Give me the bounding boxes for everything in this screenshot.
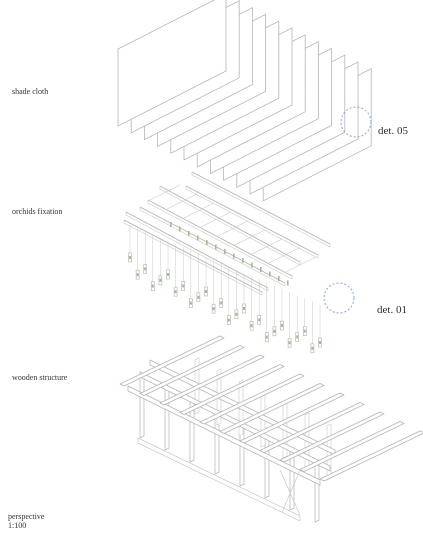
wooden-structure-label: wooden structure <box>12 373 68 382</box>
fixation-crossbar <box>200 211 232 228</box>
wooden-post <box>139 375 145 439</box>
fixation-beam <box>125 211 269 289</box>
orchid-plant <box>144 267 147 271</box>
detail-05-marker-circle <box>340 106 372 138</box>
wooden-post <box>164 387 170 451</box>
orchid-sprig <box>269 271 271 277</box>
orchid-plant <box>303 329 306 333</box>
orchid-sprig <box>188 231 190 236</box>
fixation-beam-edge <box>185 188 319 259</box>
wooden-rafter <box>299 421 405 472</box>
orchid-plant <box>182 284 185 288</box>
orchid-plant <box>258 318 261 322</box>
wooden-rafter <box>139 345 245 396</box>
orchids-fixation-layer <box>123 171 331 354</box>
wooden-structure-layer <box>119 335 423 523</box>
fixation-crossbar <box>217 220 249 237</box>
fixation-beam-edge <box>147 202 293 280</box>
fixation-beam <box>191 171 331 245</box>
fixation-beam-edge <box>125 214 269 292</box>
orchid-plant <box>136 273 139 277</box>
shade-cloth-label: shade cloth <box>12 87 49 96</box>
orchid-plant <box>281 324 283 327</box>
wooden-post <box>314 459 320 523</box>
detail-05-label: det. 05 <box>378 125 408 137</box>
fixation-crossbar <box>183 202 215 219</box>
wooden-rafter <box>219 383 325 434</box>
orchid-plant <box>273 329 276 333</box>
orchid-plant <box>235 312 238 316</box>
orchid-sprig <box>170 222 172 227</box>
orchid-sprig <box>278 276 280 281</box>
wooden-rafter <box>259 402 365 453</box>
wooden-brace <box>281 469 301 513</box>
orchid-sprig <box>224 249 226 254</box>
orchid-plant <box>227 318 230 322</box>
wooden-rafter <box>119 335 225 387</box>
orchid-plant <box>250 324 253 328</box>
orchid-plant <box>319 341 321 344</box>
fixation-crossbar <box>234 229 266 246</box>
orchid-sprig <box>206 240 208 245</box>
detail-01-marker-circle <box>323 282 355 314</box>
orchid-plant <box>311 346 314 350</box>
orchid-plant <box>243 307 245 310</box>
fixation-beam <box>147 199 293 277</box>
orchid-plant <box>212 307 215 311</box>
orchid-sprig <box>197 235 199 241</box>
fixation-beam-edge <box>159 188 301 266</box>
fixation-beam <box>159 185 301 263</box>
wooden-long-beam <box>127 385 321 486</box>
detail-01-label: det. 01 <box>377 304 407 316</box>
orchid-sprig <box>215 244 217 250</box>
fixation-crossbar <box>251 238 283 255</box>
scale-label: 1:100 <box>8 521 27 530</box>
fixation-crossbar <box>149 184 181 201</box>
orchid-sprig <box>242 258 244 263</box>
fixation-crossbar <box>166 193 198 210</box>
orchids-fixation-label: orchids fixation <box>12 207 63 216</box>
orchid-sprig <box>287 280 289 286</box>
fixation-beam <box>123 219 263 293</box>
wooden-sill-beam <box>137 437 301 522</box>
fixation-beam-edge <box>139 209 286 287</box>
orchid-plant <box>197 295 200 299</box>
wooden-rafter <box>239 392 345 444</box>
orchid-plant <box>265 335 268 339</box>
fixation-crossbar <box>285 256 317 273</box>
wooden-rafter <box>319 430 423 482</box>
wooden-rafter <box>279 411 385 463</box>
orchid-plant <box>129 256 131 259</box>
orchid-sprig <box>233 253 235 259</box>
view-type-label: perspective <box>8 512 45 521</box>
orchid-plant <box>167 273 169 276</box>
fixation-beam <box>185 185 319 256</box>
fixation-crossbar <box>268 247 300 264</box>
orchid-plant <box>205 290 207 293</box>
orchid-plant <box>220 301 223 305</box>
orchid-plant <box>159 278 162 282</box>
orchid-plant <box>288 341 291 345</box>
fixation-beam-edge <box>191 174 331 248</box>
wooden-rafter <box>199 373 305 425</box>
orchid-sprig <box>179 226 181 232</box>
orchid-plant <box>151 284 154 288</box>
wooden-post <box>264 435 270 499</box>
orchid-plant <box>174 290 177 294</box>
orchid-plant <box>189 301 192 305</box>
orchid-sprig <box>260 267 262 272</box>
orchid-sprig <box>251 262 253 268</box>
shade-panel <box>117 0 227 127</box>
shade-cloth-layer <box>117 0 372 202</box>
wooden-rafter <box>179 364 285 415</box>
fixation-beam-edge <box>123 222 263 296</box>
wooden-rafter <box>159 354 265 406</box>
orchid-plant <box>296 335 299 339</box>
view-caption: perspective 1:100 <box>8 512 44 530</box>
